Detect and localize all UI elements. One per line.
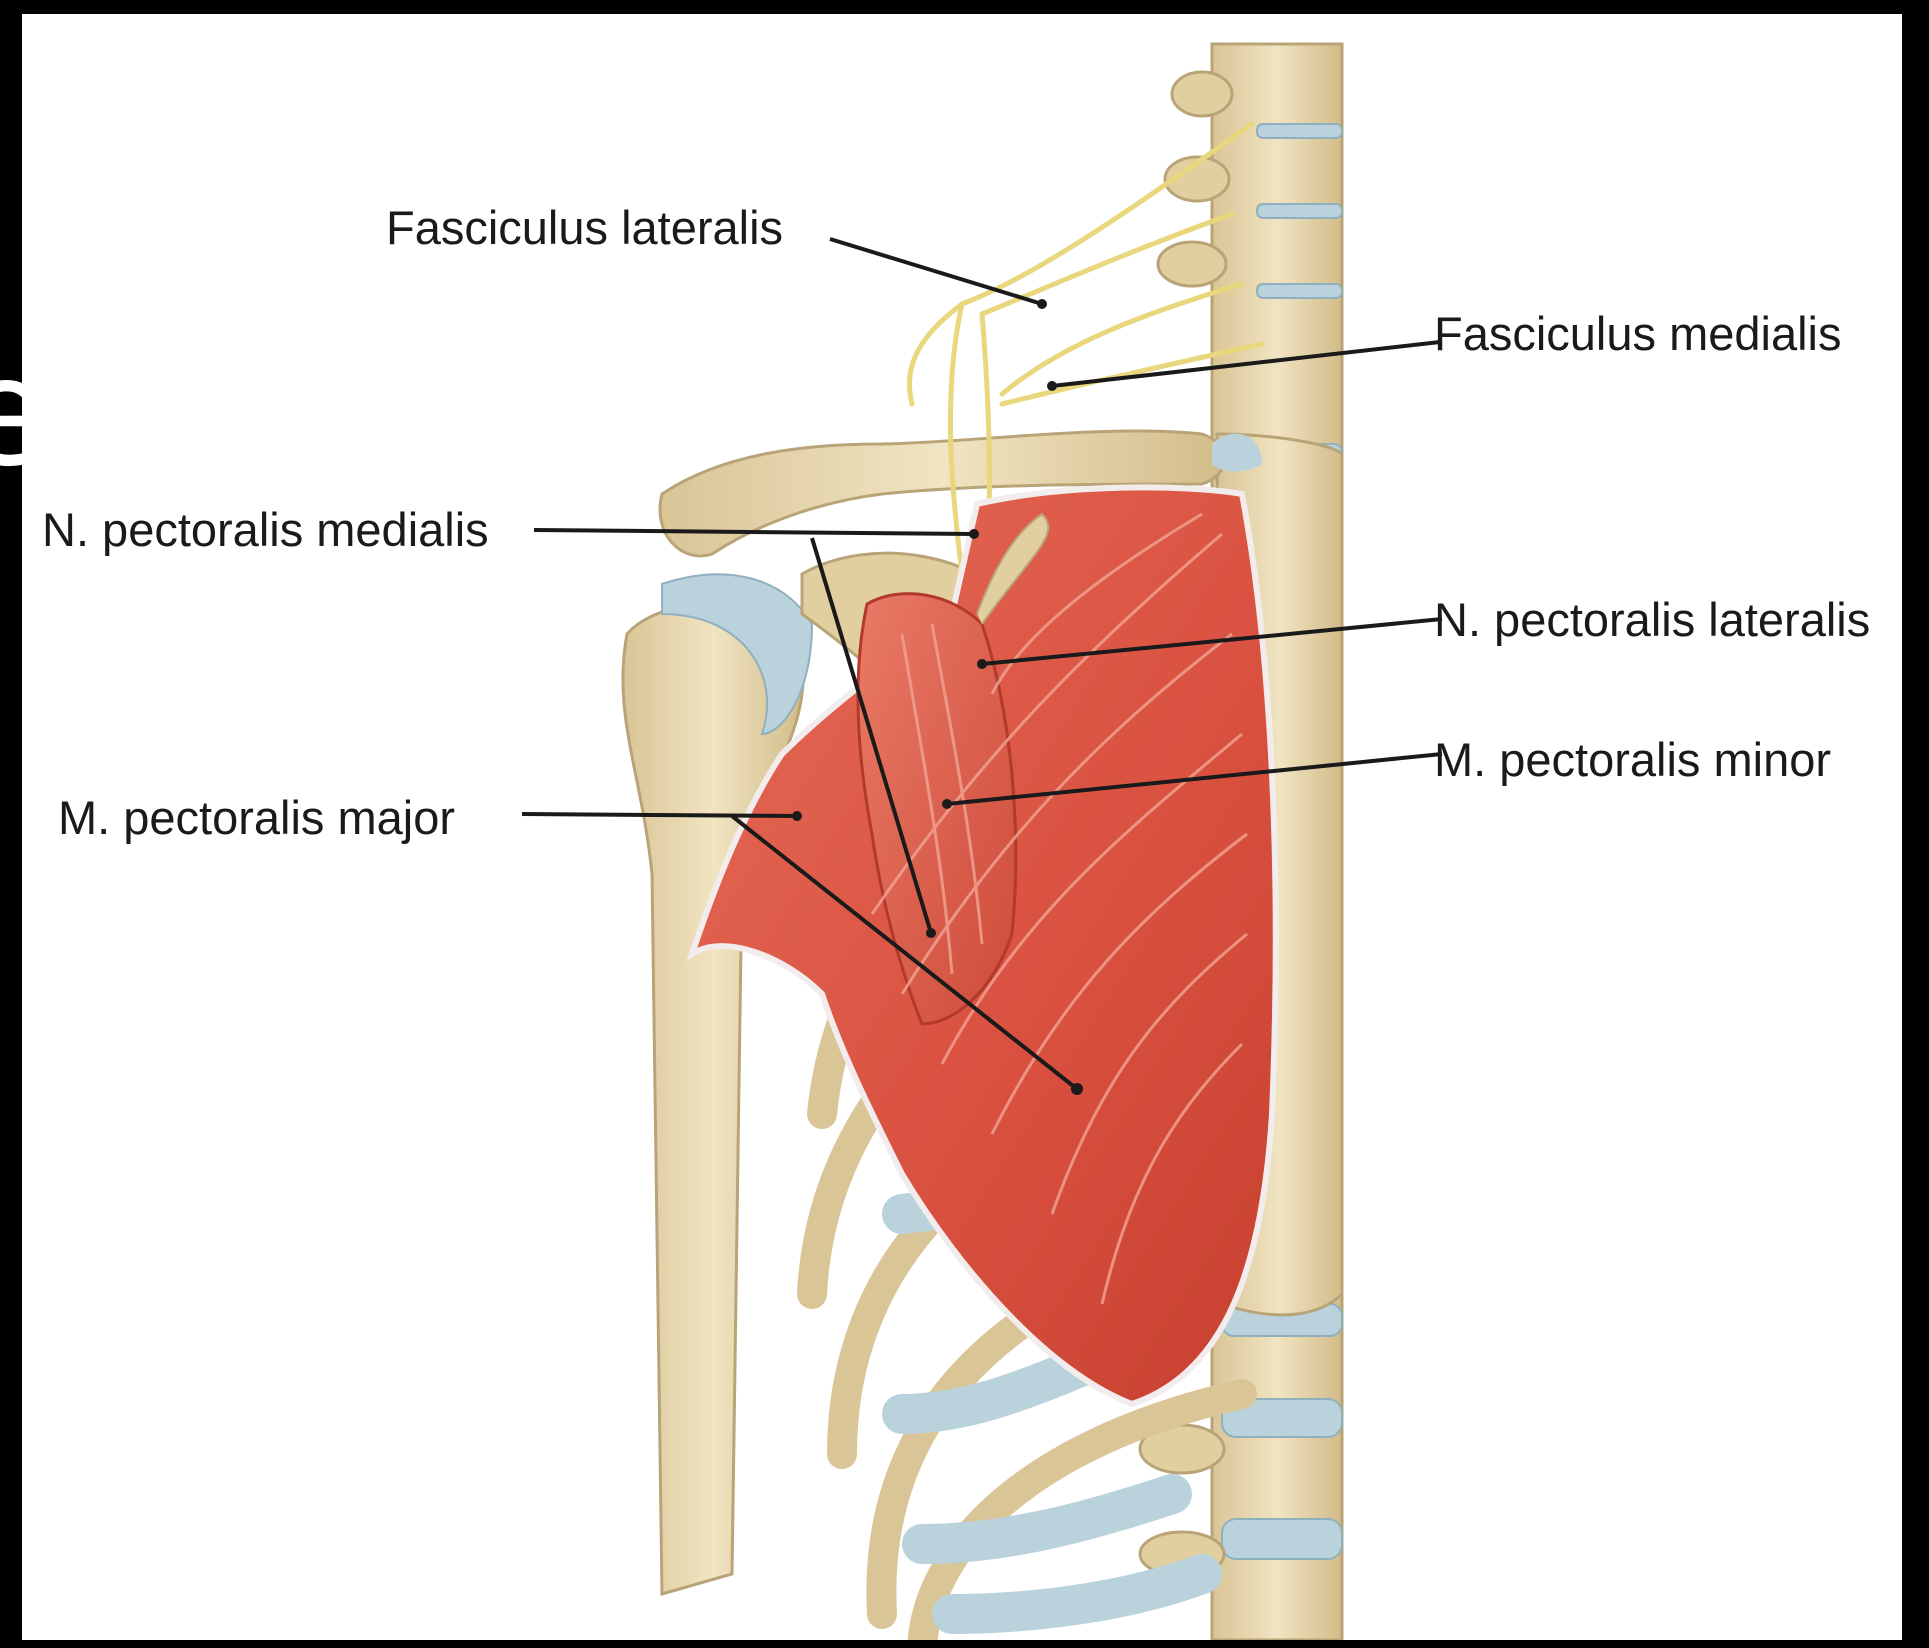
- label-m-pectoralis-major: M. pectoralis major: [58, 794, 455, 841]
- cropped-slide-text: e: [0, 338, 50, 488]
- leader-fasciculus-lateralis: [830, 239, 1042, 304]
- label-n-pectoralis-lateralis: N. pectoralis lateralis: [1434, 596, 1870, 643]
- leader-m-pectoralis-major: [522, 814, 797, 816]
- label-m-pectoralis-minor: M. pectoralis minor: [1434, 736, 1831, 783]
- label-fasciculus-medialis: Fasciculus medialis: [1434, 310, 1841, 357]
- label-fasciculus-lateralis: Fasciculus lateralis: [386, 204, 783, 251]
- humerus: [623, 574, 812, 1594]
- anatomy-figure-frame: Fasciculus lateralis Fasciculus medialis…: [22, 14, 1902, 1640]
- label-n-pectoralis-medialis: N. pectoralis medialis: [42, 506, 489, 553]
- leader-n-pectoralis-medialis: [534, 530, 974, 534]
